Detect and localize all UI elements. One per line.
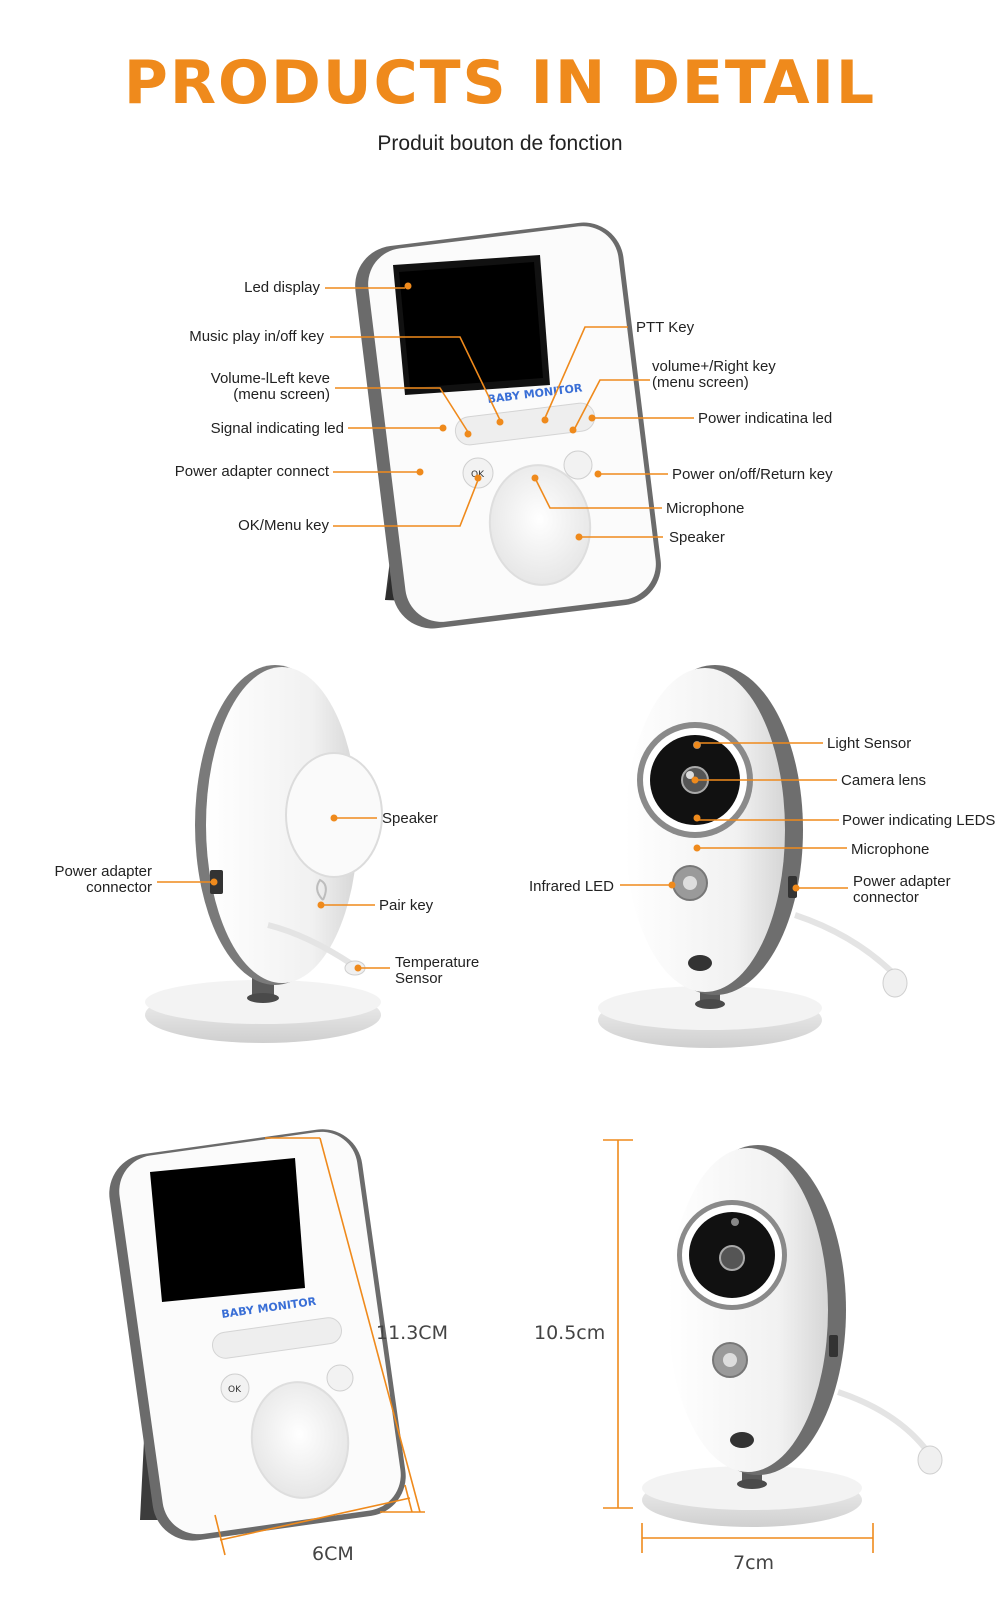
label-led-display: Led display <box>244 279 320 296</box>
camera-back-view <box>145 665 383 1043</box>
monitor-dimension-view: BABY MONITOR OK <box>109 1129 406 1541</box>
label-volume-right-1: volume+/Right key <box>652 358 776 375</box>
label-volume-right-2: (menu screen) <box>652 374 749 391</box>
label-back-adapter-1: Power adapter <box>54 863 152 880</box>
monitor-front-view: BABY MONITOR OK <box>355 222 661 629</box>
label-volume-left-1: Volume-lLeft keve <box>210 370 330 387</box>
label-power-adapter-connect: Power adapter connect <box>174 463 329 480</box>
camera-back-leader-lines <box>157 814 390 972</box>
camera-front-leader-lines <box>620 741 848 892</box>
label-power-key: Power on/off/Return key <box>672 466 833 483</box>
dim-camera-height: 10.5cm <box>534 1322 606 1344</box>
camera-dimension-lines <box>603 1139 874 1553</box>
ok-key-label-2: OK <box>228 1385 242 1395</box>
label-volume-left-2: (menu screen) <box>233 386 330 403</box>
label-speaker: Speaker <box>669 529 725 546</box>
page-title: PRODUCTS IN DETAIL <box>123 48 877 118</box>
label-signal-led: Signal indicating led <box>210 420 344 437</box>
camera-dimension-view <box>642 1145 943 1527</box>
label-music-key: Music play in/off key <box>189 328 324 345</box>
label-ok-menu-key: OK/Menu key <box>238 517 329 534</box>
label-pair-key: Pair key <box>379 897 434 914</box>
dim-monitor-width: 6CM <box>312 1543 354 1565</box>
monitor-leader-lines <box>325 282 694 541</box>
label-infrared-led: Infrared LED <box>528 878 614 895</box>
label-power-led: Power indicatina led <box>698 410 833 427</box>
label-back-adapter-2: connector <box>86 879 152 896</box>
camera-front-view <box>598 665 908 1048</box>
label-ptt-key: PTT Key <box>636 319 695 336</box>
label-front-microphone: Microphone <box>851 841 930 858</box>
dim-monitor-height: 11.3CM <box>376 1322 448 1344</box>
monitor-dimension-lines <box>214 1137 425 1556</box>
label-power-leds: Power indicating LEDS <box>842 812 996 829</box>
label-front-adapter-2: connector <box>853 889 919 906</box>
dim-camera-width: 7cm <box>733 1552 775 1574</box>
label-front-adapter-1: Power adapter <box>853 873 951 890</box>
label-microphone: Microphone <box>666 500 745 517</box>
page-subtitle: Produit bouton de fonction <box>377 132 623 155</box>
label-light-sensor: Light Sensor <box>827 735 912 752</box>
label-camera-lens: Camera lens <box>841 772 927 789</box>
label-back-speaker: Speaker <box>382 810 438 827</box>
label-temp-2: Sensor <box>395 970 443 987</box>
label-temp-1: Temperature <box>395 954 480 971</box>
